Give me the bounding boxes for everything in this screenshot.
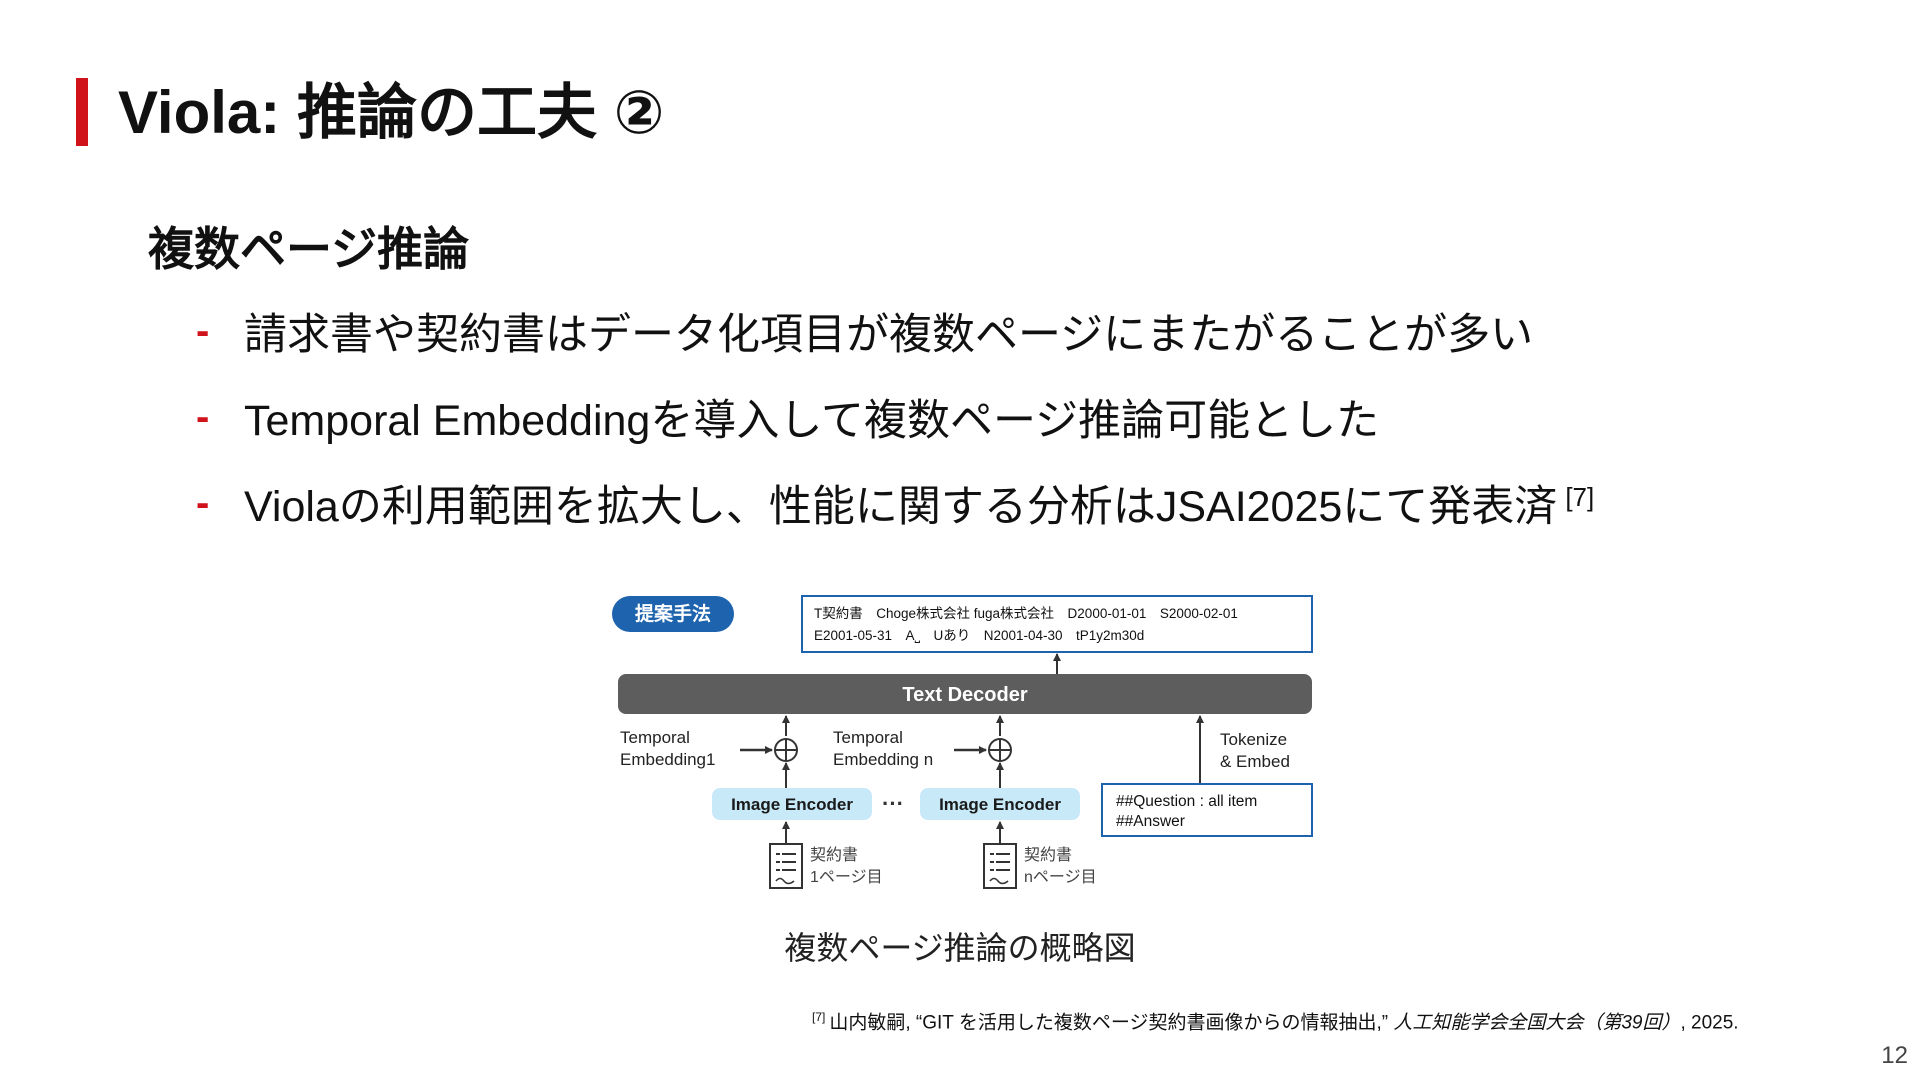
reference-footnote: [7]山内敏嗣, “GIT を活用した複数ページ契約書画像からの情報抽出,” 人… xyxy=(812,1003,1739,1037)
image-encoder-1 xyxy=(712,788,872,820)
temporal-embedding-n-label: Temporal xyxy=(833,728,903,747)
badge-label: 提案手法 xyxy=(635,602,711,625)
tokenize-embed-label: & Embed xyxy=(1220,752,1290,771)
slide-title: Viola: 推論の工夫 ② xyxy=(118,79,665,146)
doc-n-label: 契約書 xyxy=(1024,846,1072,864)
bullet-dash: - xyxy=(196,481,210,525)
temporal-embedding-n-label: Embedding n xyxy=(833,750,933,769)
output-line-2: E2001-05-31 A⎵ Uあり N2001-04-30 tP1y2m30d xyxy=(814,628,1144,644)
multipage-inference-diagram: 提案手法 T契約書 Choge株式会社 fuga株式会社 D2000-01-01… xyxy=(612,595,1313,889)
citation-marker: [7] xyxy=(1565,481,1595,512)
document-icon-1 xyxy=(769,843,803,889)
bullet-text: Violaの利用範囲を拡大し、性能に関する分析はJSAI2025にて発表済[7] xyxy=(244,481,1595,531)
document-icon-n xyxy=(983,843,1017,889)
bullet-dash: - xyxy=(196,395,210,439)
text-decoder-label: Text Decoder xyxy=(902,684,1027,706)
doc-1-label: 契約書 xyxy=(810,846,858,864)
ellipsis: ··· xyxy=(882,791,904,816)
text-decoder-block xyxy=(618,674,1312,714)
question-box xyxy=(1101,783,1313,837)
output-box xyxy=(801,595,1313,653)
temporal-embedding-1-label: Temporal xyxy=(620,728,690,747)
reference-text: 山内敏嗣, “GIT を活用した複数ページ契約書画像からの情報抽出,” xyxy=(829,1012,1394,1034)
question-line-1: ##Question : all item xyxy=(1116,793,1257,810)
bullet-text: Temporal Embeddingを導入して複数ページ推論可能とした xyxy=(244,397,1380,445)
title-accent-bar xyxy=(76,78,88,146)
bullet-text: 請求書や契約書はデータ化項目が複数ページにまたがることが多い xyxy=(244,311,1534,359)
figure-caption: 複数ページ推論の概略図 xyxy=(784,930,1136,966)
question-line-2: ##Answer xyxy=(1116,813,1185,830)
proposed-method-badge xyxy=(612,596,734,632)
image-encoder-n xyxy=(920,788,1080,820)
doc-n-label: nページ目 xyxy=(1024,869,1097,886)
temporal-embedding-1-label: Embedding1 xyxy=(620,750,715,769)
bullet-dash: - xyxy=(196,309,210,353)
doc-1-label: 1ページ目 xyxy=(810,869,883,886)
image-encoder-1-label: Image Encoder xyxy=(731,795,853,814)
tokenize-embed-label: Tokenize xyxy=(1220,730,1287,749)
reference-year: , 2025. xyxy=(1680,1012,1739,1034)
reference-venue: 人工知能学会全国大会（第39回） xyxy=(1393,1012,1681,1034)
section-heading: 複数ページ推論 xyxy=(148,223,470,275)
reference-marker: [7] xyxy=(812,1010,826,1024)
page-number: 12 xyxy=(1881,1042,1908,1069)
image-encoder-n-label: Image Encoder xyxy=(939,795,1061,814)
output-line-1: T契約書 Choge株式会社 fuga株式会社 D2000-01-01 S200… xyxy=(814,606,1238,621)
